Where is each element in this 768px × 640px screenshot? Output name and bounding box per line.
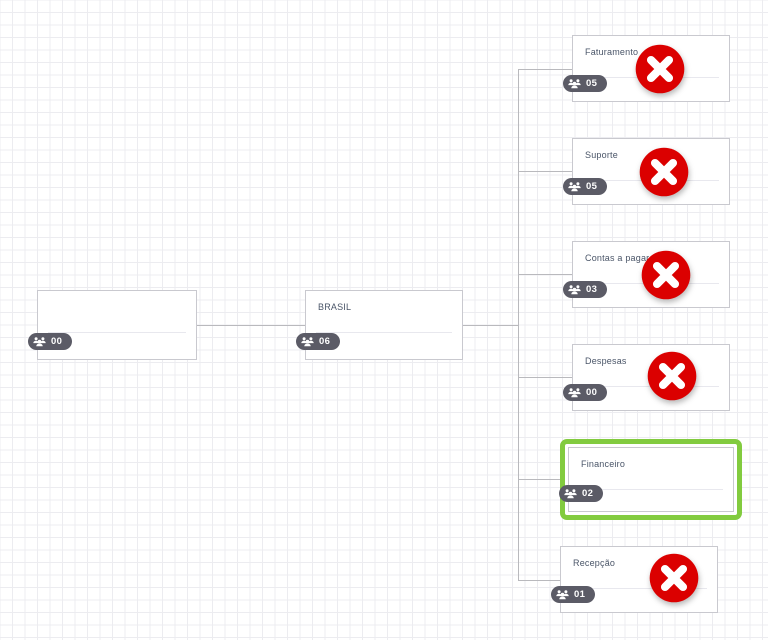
member-count-badge[interactable]: 05 xyxy=(563,75,607,92)
member-count-value: 01 xyxy=(574,589,586,600)
group-people-icon xyxy=(568,387,581,398)
org-node-contas-a-pagar[interactable]: Contas a pagar 03 xyxy=(563,241,730,308)
red-circle-x-icon[interactable] xyxy=(637,145,691,199)
org-node-title: Despesas xyxy=(585,356,627,366)
red-circle-x-icon[interactable] xyxy=(647,551,701,605)
red-circle-x-icon[interactable] xyxy=(633,42,687,96)
red-circle-x-icon[interactable] xyxy=(645,349,699,403)
connector-root-to-brasil xyxy=(197,325,305,326)
connector-stub-contas xyxy=(518,274,573,275)
member-count-badge[interactable]: 05 xyxy=(563,178,607,195)
org-node-brasil[interactable]: BRASIL 06 xyxy=(296,290,463,360)
member-count-value: 00 xyxy=(51,336,63,347)
org-node-separator xyxy=(316,332,452,333)
member-count-value: 05 xyxy=(586,181,598,192)
org-node-title: BRASIL xyxy=(318,302,352,312)
connector-stub-financeiro xyxy=(518,479,561,480)
member-count-value: 06 xyxy=(319,336,331,347)
org-node-selected-outline[interactable]: Financeiro 02 xyxy=(559,439,742,520)
connector-brasil-to-trunk xyxy=(463,325,519,326)
org-node-root[interactable]: 00 xyxy=(28,290,197,360)
group-people-icon xyxy=(33,336,46,347)
org-node-separator xyxy=(571,588,707,589)
group-people-icon xyxy=(568,284,581,295)
member-count-value: 02 xyxy=(582,488,594,499)
member-count-badge[interactable]: 03 xyxy=(563,281,607,298)
connector-stub-suporte xyxy=(518,171,573,172)
member-count-badge[interactable]: 00 xyxy=(563,384,607,401)
member-count-badge[interactable]: 00 xyxy=(28,333,72,350)
org-node-title: Financeiro xyxy=(581,459,626,469)
group-people-icon xyxy=(301,336,314,347)
connector-stub-recepcao xyxy=(518,580,561,581)
group-people-icon xyxy=(568,78,581,89)
connector-trunk xyxy=(518,69,519,581)
org-node-separator xyxy=(48,332,186,333)
member-count-value: 00 xyxy=(586,387,598,398)
org-node-title: Faturamento xyxy=(585,47,639,57)
org-node-separator xyxy=(579,489,723,490)
group-people-icon xyxy=(568,181,581,192)
red-circle-x-icon[interactable] xyxy=(639,248,693,302)
member-count-badge[interactable]: 01 xyxy=(551,586,595,603)
group-people-icon xyxy=(556,589,569,600)
member-count-badge[interactable]: 06 xyxy=(296,333,340,350)
member-count-value: 03 xyxy=(586,284,598,295)
connector-stub-faturamento xyxy=(518,69,573,70)
org-node-title: Recepção xyxy=(573,558,616,568)
org-node-title: Contas a pagar xyxy=(585,253,650,263)
org-node-title: Suporte xyxy=(585,150,618,160)
org-node-financeiro[interactable]: Financeiro 02 xyxy=(559,447,734,512)
connector-stub-despesas xyxy=(518,377,573,378)
member-count-value: 05 xyxy=(586,78,598,89)
member-count-badge[interactable]: 02 xyxy=(559,485,603,502)
group-people-icon xyxy=(564,488,577,499)
